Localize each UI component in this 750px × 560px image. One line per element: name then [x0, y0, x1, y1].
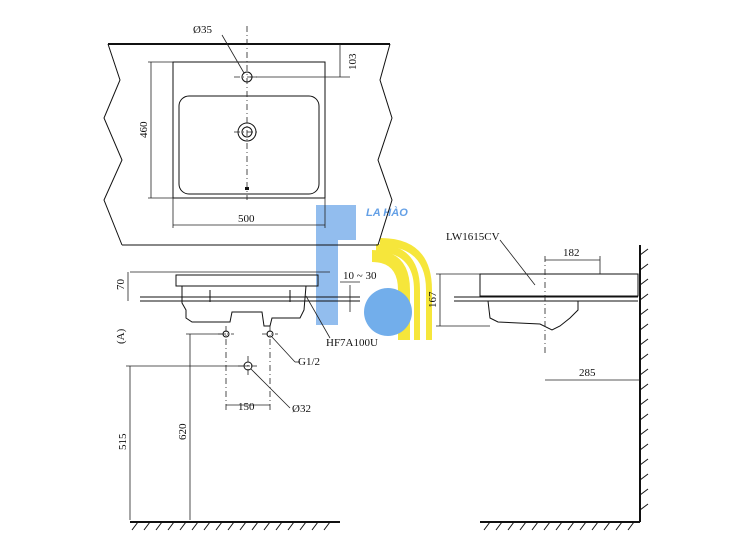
wall-distance-label: 285 — [579, 367, 596, 379]
side-basin-body — [487, 300, 579, 331]
thread-label: G1/2 — [298, 356, 320, 368]
logo-blue-circle — [364, 288, 412, 336]
drain-offset-label: 182 — [563, 247, 580, 259]
basin-outline — [172, 61, 326, 199]
top-view: Ø35 460 500 103 — [103, 24, 393, 246]
drain-height-label: 620 — [177, 423, 189, 440]
drain-label: Ø32 — [292, 403, 311, 415]
front-basin-rim — [175, 274, 319, 287]
watermark-logo: LA HÀO — [316, 205, 432, 340]
front-view: 70 10 ~ 30 HF7A100U (A) G1/2 150 Ø32 — [115, 270, 378, 531]
rim-height-label: 70 — [115, 279, 127, 291]
counter-thickness-label: 10 ~ 30 — [343, 270, 377, 282]
faucet-hole-label: Ø35 — [193, 24, 212, 36]
supply-height-label: 515 — [117, 433, 129, 450]
supply-spacing-label: 150 — [238, 401, 255, 413]
watermark-text: LA HÀO — [366, 206, 408, 219]
width-label: 500 — [238, 213, 255, 225]
side-height-label: 167 — [427, 291, 439, 308]
side-view: 182 167 LW1615CV 285 — [427, 231, 649, 531]
front-model-label: HF7A100U — [326, 337, 378, 349]
side-basin-rim — [479, 273, 639, 297]
hole-offset-label: 103 — [347, 53, 359, 70]
side-model-label: LW1615CV — [446, 231, 500, 243]
logo-blue-bar — [316, 205, 338, 325]
front-basin-body — [181, 285, 307, 327]
basin-inner — [178, 95, 320, 195]
depth-label: 460 — [138, 121, 150, 138]
rough-in-a-label: (A) — [115, 328, 127, 344]
